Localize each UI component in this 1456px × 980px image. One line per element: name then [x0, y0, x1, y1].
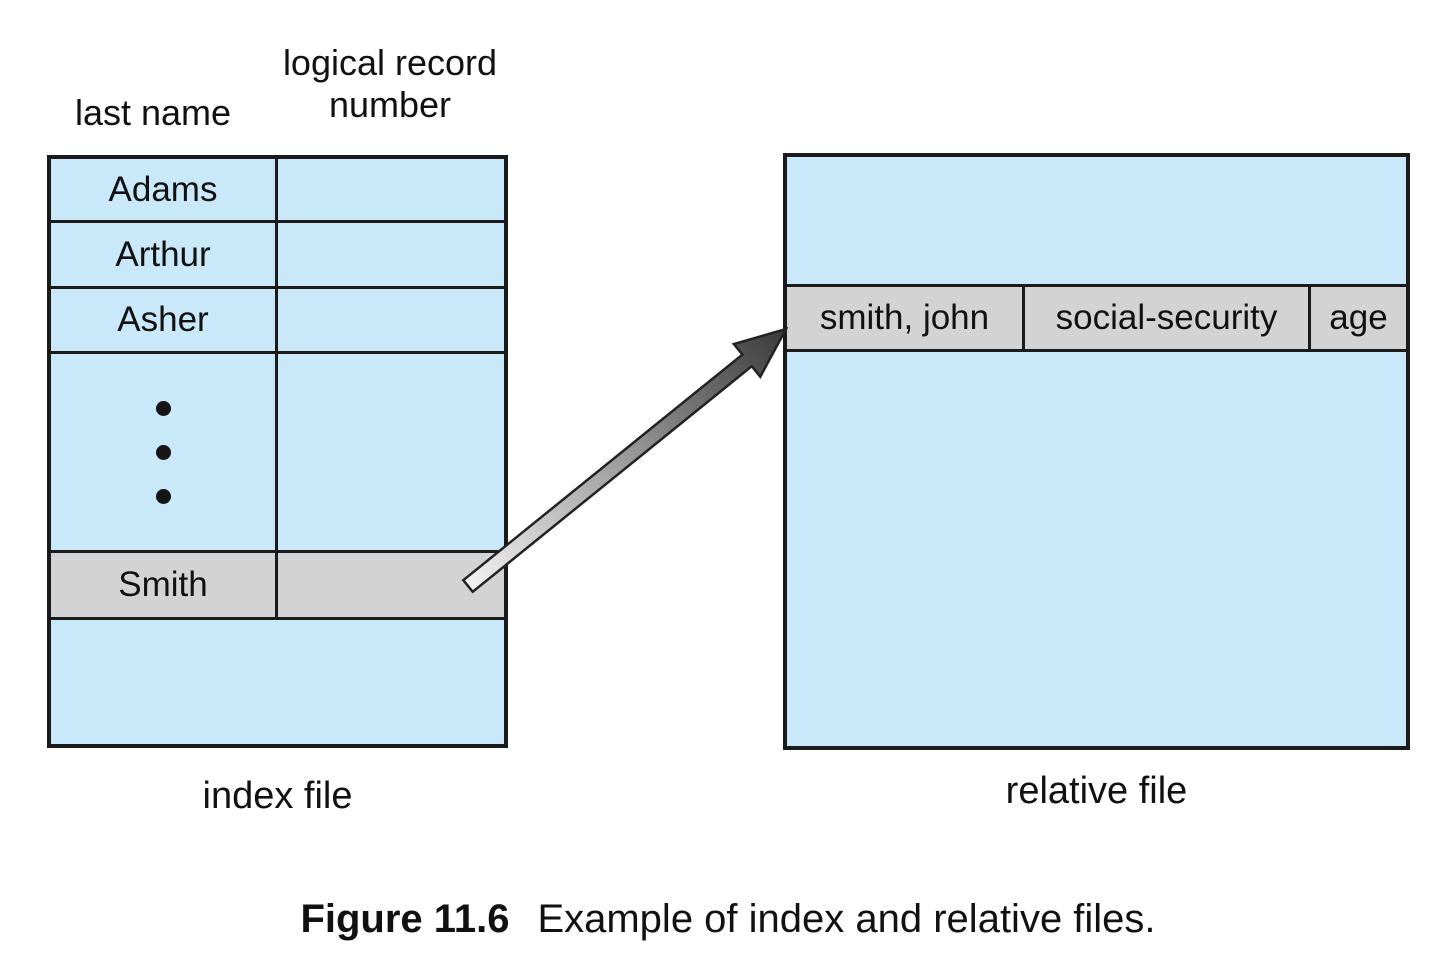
table-row-smith-highlighted: Smith: [51, 553, 504, 620]
relative-file-box: smith, john social-security age: [783, 153, 1410, 750]
column-header-logical-record-line1: logical record: [282, 42, 498, 83]
ellipsis-dot: [155, 400, 171, 416]
record-cell-social-security: social-security: [1025, 287, 1311, 349]
ellipsis-dot: [155, 444, 171, 460]
figure-caption: Figure 11.6 Example of index and relative…: [0, 897, 1456, 942]
vertical-ellipsis-icon: [155, 400, 171, 504]
cell-logical-record-number: [278, 159, 504, 220]
column-header-last-name: last name: [74, 92, 232, 133]
cell-last-name: Adams: [51, 159, 278, 220]
cell-logical-record-number: [278, 553, 504, 617]
record-ssn-text: social-security: [1055, 298, 1278, 337]
relative-file-label: relative file: [1005, 770, 1188, 812]
cell-last-name: Asher: [51, 289, 278, 351]
record-age-text: age: [1329, 298, 1388, 337]
cell-last-name: [51, 354, 278, 550]
cell-logical-record-number: [278, 289, 504, 351]
cell-last-name: Smith: [51, 553, 278, 617]
cell-logical-record-number: [278, 223, 504, 286]
column-header-logical-record-line2: number: [328, 84, 452, 126]
relative-file-empty-bottom: [787, 352, 1406, 746]
table-row-adams: Adams: [51, 159, 504, 223]
index-file-label: index file: [202, 775, 353, 817]
record-row-smith-john: smith, john social-security age: [787, 287, 1406, 352]
row-label: Asher: [117, 300, 209, 339]
record-name-text: smith, john: [819, 298, 990, 337]
ellipsis-dot: [155, 488, 171, 504]
column-header-logical-record-number: logical record number: [266, 42, 514, 127]
table-empty-area: [51, 620, 504, 744]
relative-file-empty-top: [787, 157, 1406, 287]
cell-logical-record-number: [278, 354, 504, 550]
record-cell-name: smith, john: [787, 287, 1025, 349]
table-row-arthur: Arthur: [51, 223, 504, 289]
figure-caption-text: Example of index and relative files.: [537, 897, 1156, 941]
table-row-ellipsis: [51, 354, 504, 553]
cell-last-name: Arthur: [51, 223, 278, 286]
row-label: Arthur: [115, 234, 211, 274]
record-cell-age: age: [1311, 287, 1406, 349]
index-file-table: Adams Arthur Asher: [47, 155, 508, 748]
row-label: Adams: [108, 169, 218, 209]
table-row-asher: Asher: [51, 289, 504, 354]
row-label: Smith: [118, 565, 208, 604]
figure-caption-number: Figure 11.6: [300, 897, 510, 941]
